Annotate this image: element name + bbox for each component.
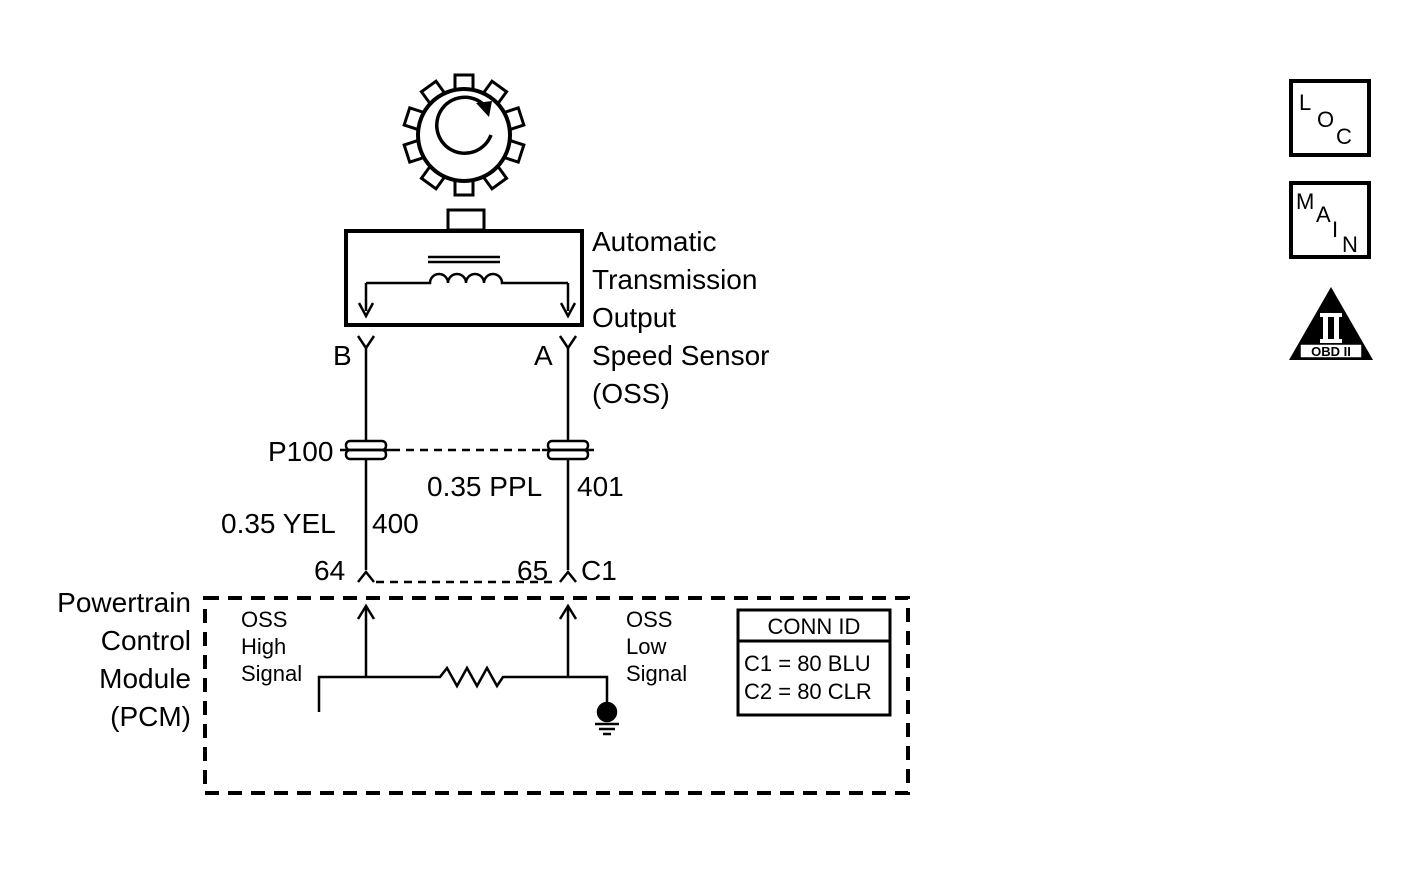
- obd-ii-icon[interactable]: OBD II: [1289, 287, 1373, 360]
- high-signal-label-line-1: OSS: [241, 607, 287, 632]
- low-signal-label-line-2: Low: [626, 634, 666, 659]
- low-signal-label-line-3: Signal: [626, 661, 687, 686]
- wire-400-circuit-number: 400: [372, 508, 419, 539]
- sensor-pin-b-label: B: [333, 340, 352, 371]
- sensor-name-line-1: Automatic: [592, 226, 717, 257]
- sensor-name-line-4: Speed Sensor: [592, 340, 769, 371]
- p100-label: P100: [268, 436, 333, 467]
- loc-letter: L: [1299, 90, 1311, 115]
- sensor-name-line-5: (OSS): [592, 378, 670, 409]
- oss-sensor-body: [344, 208, 584, 327]
- sensor-name-line-3: Output: [592, 302, 676, 333]
- loc-letter: O: [1317, 107, 1334, 132]
- loc-icon[interactable]: L O C: [1289, 79, 1371, 157]
- low-signal-label-line-1: OSS: [626, 607, 672, 632]
- conn-id-row: C2 = 80 CLR: [744, 679, 872, 704]
- pcm-name-line-3: Module: [99, 663, 191, 694]
- main-letter: M: [1296, 189, 1314, 214]
- pcm-name-line-2: Control: [101, 625, 191, 656]
- conn-id-header: CONN ID: [768, 614, 861, 639]
- high-signal-label-line-2: High: [241, 634, 286, 659]
- wire-400-size-color: 0.35 YEL: [221, 508, 336, 539]
- main-icon[interactable]: M A I N: [1289, 181, 1371, 259]
- pcm-name-line-1: Powertrain: [57, 587, 191, 618]
- pin-64-label: 64: [314, 555, 345, 586]
- main-letter: A: [1316, 202, 1331, 227]
- obd-ii-caption: OBD II: [1311, 344, 1351, 359]
- pcm-name-line-4: (PCM): [110, 701, 191, 732]
- wire-401-size-color: 0.35 PPL: [427, 471, 542, 502]
- pcm-module-outline: [203, 596, 910, 795]
- c1-connector-pins: [357, 569, 577, 584]
- ground-icon: [595, 701, 619, 736]
- conn-id-table: [736, 608, 892, 717]
- reluctor-wheel-icon: [402, 73, 526, 197]
- pin-65-label: 65: [517, 555, 548, 586]
- sensor-name-line-2: Transmission: [592, 264, 757, 295]
- c1-connector-label: C1: [581, 555, 617, 586]
- pcm-internal-circuit: [317, 603, 609, 712]
- conn-id-row: C1 = 80 BLU: [744, 651, 871, 676]
- sensor-pin-a-label: A: [534, 340, 553, 371]
- high-signal-label-line-3: Signal: [241, 661, 302, 686]
- wire-401-circuit-number: 401: [577, 471, 624, 502]
- p100-connector-icon: [340, 439, 594, 461]
- main-letter: I: [1332, 217, 1338, 242]
- loc-letter: C: [1336, 124, 1352, 149]
- main-letter: N: [1342, 232, 1358, 257]
